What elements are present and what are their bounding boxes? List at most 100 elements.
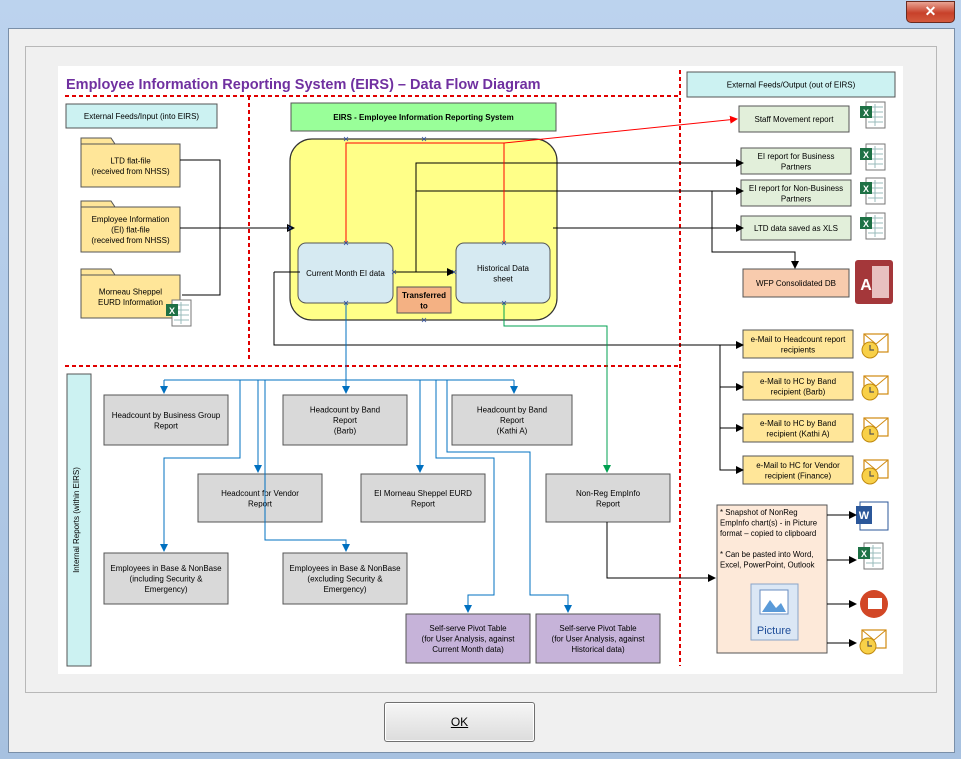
access-icon: A	[855, 260, 893, 304]
excel-icon: X	[858, 542, 884, 570]
output-staff-movement: Staff Movement report	[738, 105, 850, 133]
connector-point	[451, 269, 457, 275]
system-header: EIRS - Employee Information Reporting Sy…	[290, 102, 557, 132]
word-icon: W	[856, 501, 889, 531]
picture-label: Picture	[757, 625, 791, 637]
connector-point	[343, 240, 349, 246]
connector-point	[343, 136, 349, 142]
blue-pivot-current	[435, 380, 495, 613]
red-link	[345, 142, 505, 243]
internal-section-header: Internal Reports (within EIRS)	[66, 373, 92, 667]
outlook-icon	[859, 629, 887, 655]
pivot-current: Self-serve Pivot Table(for User Analysis…	[405, 613, 531, 664]
powerpoint-icon	[860, 590, 888, 618]
svg-text:X: X	[169, 306, 175, 316]
snapshot-line: * Snapshot of NonReg	[720, 508, 798, 517]
system-header-label: EIRS - Employee Information Reporting Sy…	[333, 113, 513, 122]
outlook-icon	[861, 459, 889, 485]
pivot-historical-label: Self-serve Pivot Table(for User Analysis…	[552, 624, 646, 654]
diagram-title: Employee Information Reporting System (E…	[66, 77, 541, 93]
outlook-icon	[861, 375, 889, 401]
snapshot-line: Excel, PowerPoint, Outlook	[720, 561, 815, 570]
connector-point	[501, 240, 507, 246]
input-ltd-file: LTD flat-file(received from NHSS)	[80, 137, 181, 188]
current-month-data-label: Current Month EI data	[306, 269, 385, 278]
svg-text:X: X	[863, 150, 869, 160]
svg-text:A: A	[860, 277, 872, 294]
ok-button[interactable]: OK	[384, 702, 535, 742]
excel-icon: X	[860, 212, 886, 240]
snapshot-line: * Can be pasted into Word,	[720, 550, 813, 559]
output-wfp-db-label: WFP Consolidated DB	[756, 279, 836, 288]
blue-pivot-hist	[446, 380, 572, 613]
svg-text:X: X	[863, 108, 869, 118]
connector-point	[287, 225, 293, 231]
close-button[interactable]: ✕	[906, 1, 955, 23]
outlook-icon	[861, 417, 889, 443]
picture-icon: Picture	[750, 583, 799, 641]
outlook-icon	[861, 333, 889, 359]
input-section-header-label: External Feeds/Input (into EIRS)	[84, 112, 200, 121]
output-staff-movement-label: Staff Movement report	[755, 115, 835, 124]
output-ltd-xls: LTD data saved as XLS	[740, 215, 852, 241]
output-section-header: External Feeds/Output (out of EIRS)	[686, 71, 896, 98]
current-month-data: Current Month EI data	[297, 242, 394, 304]
input-ei-file-label: Employee Information(EI) flat-file(recei…	[91, 215, 170, 245]
connector-point	[421, 136, 427, 142]
red-arrow	[503, 115, 738, 144]
report-emp-incl-label: Employees in Base & NonBase(including Se…	[110, 564, 222, 594]
to-snapshot	[606, 522, 716, 582]
input-ltd-file-label: LTD flat-file(received from NHSS)	[91, 156, 170, 176]
output-ltd-xls-label: LTD data saved as XLS	[754, 224, 838, 233]
connector-point	[421, 317, 427, 323]
internal-section-label: Internal Reports (within EIRS)	[72, 467, 81, 573]
snapshot-line: format – copied to clipboard	[720, 529, 816, 538]
excel-icon: X	[860, 101, 886, 129]
blue-emp-excl	[264, 380, 350, 552]
excel-icon: X	[860, 143, 886, 171]
output-section-header-label: External Feeds/Output (out of EIRS)	[727, 81, 856, 90]
to-wfp-db	[711, 191, 799, 269]
svg-text:W: W	[859, 510, 870, 522]
blue-emp-incl	[160, 380, 241, 552]
excel-icon: X	[860, 177, 886, 205]
pivot-current-label: Self-serve Pivot Table(for User Analysis…	[422, 624, 516, 654]
svg-text:X: X	[863, 219, 869, 229]
section-dividers	[65, 70, 681, 666]
connector-point	[343, 300, 349, 306]
output-wfp-db: WFP Consolidated DB	[742, 268, 850, 298]
report-emp-excl: Employees in Base & NonBase(excluding Se…	[282, 552, 408, 605]
ok-button-label: OK	[450, 715, 469, 729]
green-arrow	[503, 303, 611, 473]
excel-icon: X	[166, 299, 192, 327]
pivot-historical: Self-serve Pivot Table(for User Analysis…	[535, 613, 661, 664]
to-business	[415, 159, 744, 191]
